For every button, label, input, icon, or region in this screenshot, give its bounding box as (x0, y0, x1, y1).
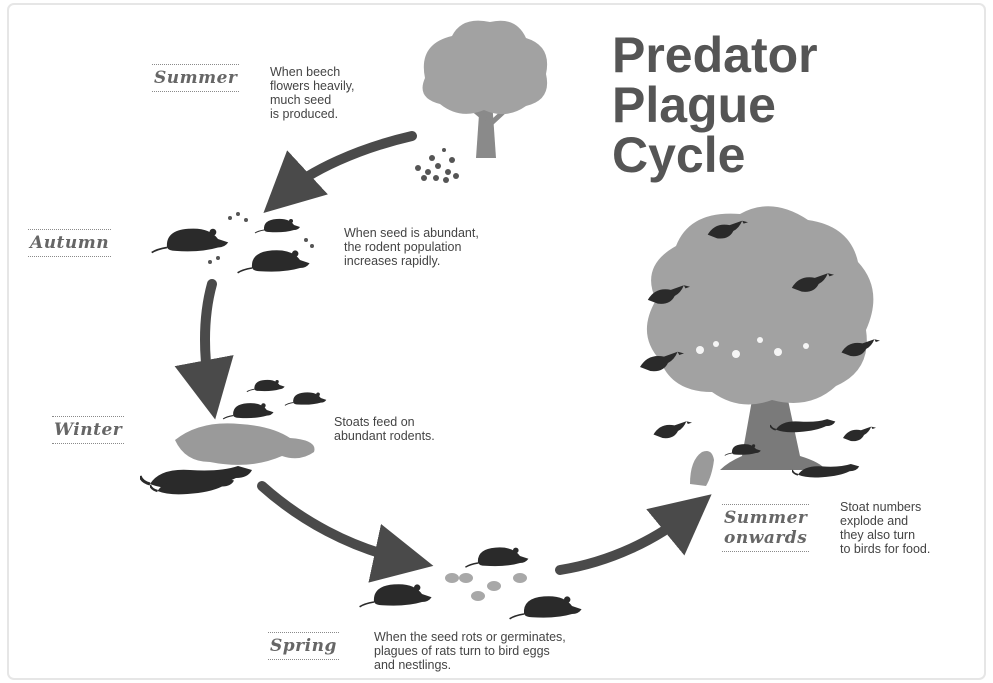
falling-seeds-icon (415, 148, 459, 183)
title-line-3: Cycle (612, 127, 746, 183)
autumn-rodents-icon (150, 212, 314, 274)
stage-description-summer-onwards: Stoat numbers explode and they also turn… (840, 500, 931, 556)
stage-description-summer: When beech flowers heavily, much seed is… (270, 65, 355, 121)
stage-description-autumn: When seed is abundant, the rodent popula… (344, 226, 479, 268)
season-label-summer: Summer (152, 64, 240, 92)
stage-description-spring: When the seed rots or germinates, plague… (374, 630, 566, 672)
title-line-2: Plague (612, 77, 776, 133)
stage-description-winter: Stoats feed on abundant rodents. (334, 415, 435, 443)
diagram-title: Predator Plague Cycle (612, 30, 912, 180)
season-label-autumn: Autumn (28, 229, 112, 257)
summer-onwards-tree-icon (646, 206, 874, 470)
cycle-arrows (174, 131, 712, 583)
summer-stoats-icon (690, 418, 861, 486)
summer-tree-icon (422, 20, 548, 158)
season-label-winter: Winter (52, 416, 125, 444)
title-line-1: Predator (612, 27, 818, 83)
winter-stoats-icon (140, 379, 327, 496)
season-label-spring: Spring (268, 632, 339, 660)
spring-rats-icon (358, 546, 583, 620)
season-label-summer-onwards: Summer onwards (722, 504, 810, 552)
